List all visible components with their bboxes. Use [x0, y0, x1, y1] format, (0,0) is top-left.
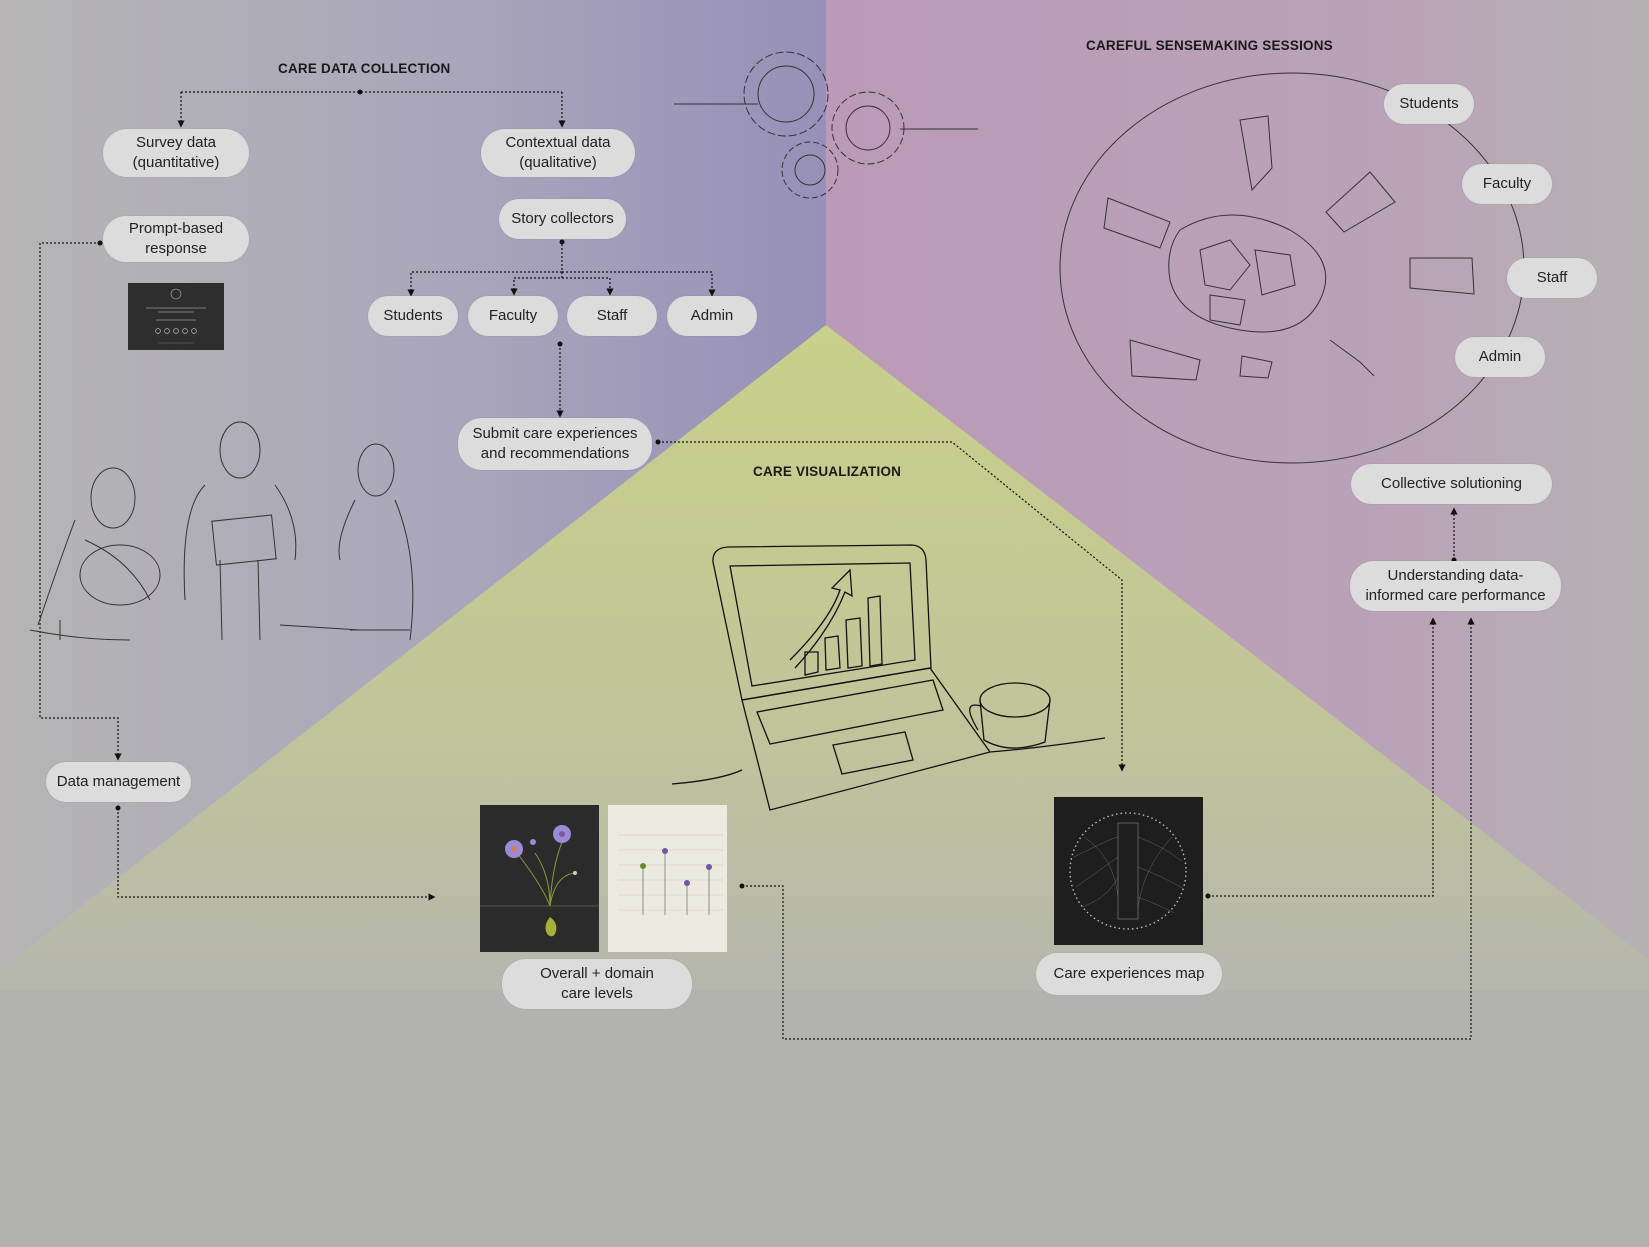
domain-levels-chart-graphic: [608, 805, 727, 952]
sensemaking-role-students: Students: [1384, 84, 1474, 124]
submit-experiences-pill: Submit care experiences and recommendati…: [458, 418, 652, 470]
sensemaking-role-faculty: Faculty: [1462, 164, 1552, 204]
collection-role-students: Students: [368, 296, 458, 336]
section-heading-visualization: CARE VISUALIZATION: [753, 464, 901, 479]
collection-role-faculty: Faculty: [468, 296, 558, 336]
experiences-map-thumbnail: [1054, 797, 1203, 945]
flower-visualization-graphic: [480, 805, 599, 952]
section-heading-collection: CARE DATA COLLECTION: [278, 61, 451, 76]
understanding-performance-pill: Understanding data- informed care perfor…: [1350, 561, 1561, 611]
collection-role-staff: Staff: [567, 296, 657, 336]
experiences-map-pill: Care experiences map: [1036, 953, 1222, 995]
contextual-data-pill: Contextual data (qualitative): [481, 129, 635, 177]
sensemaking-role-staff: Staff: [1507, 258, 1597, 298]
prompt-screen-thumbnail: [128, 283, 224, 350]
survey-data-pill: Survey data (quantitative): [103, 129, 249, 177]
domain-levels-chart-thumbnail: [608, 805, 727, 952]
sensemaking-role-admin: Admin: [1455, 337, 1545, 377]
flower-visualization-thumbnail: [480, 805, 599, 952]
prompt-screen-graphic: [128, 283, 224, 350]
experiences-map-graphic: [1054, 797, 1203, 945]
data-management-pill: Data management: [46, 762, 191, 802]
collection-role-admin: Admin: [667, 296, 757, 336]
section-heading-sensemaking: CAREFUL SENSEMAKING SESSIONS: [1086, 38, 1333, 53]
story-collectors-pill: Story collectors: [499, 199, 626, 239]
collective-solutioning-pill: Collective solutioning: [1351, 464, 1552, 504]
prompt-response-pill: Prompt-based response: [103, 216, 249, 262]
care-levels-pill: Overall + domain care levels: [502, 959, 692, 1009]
